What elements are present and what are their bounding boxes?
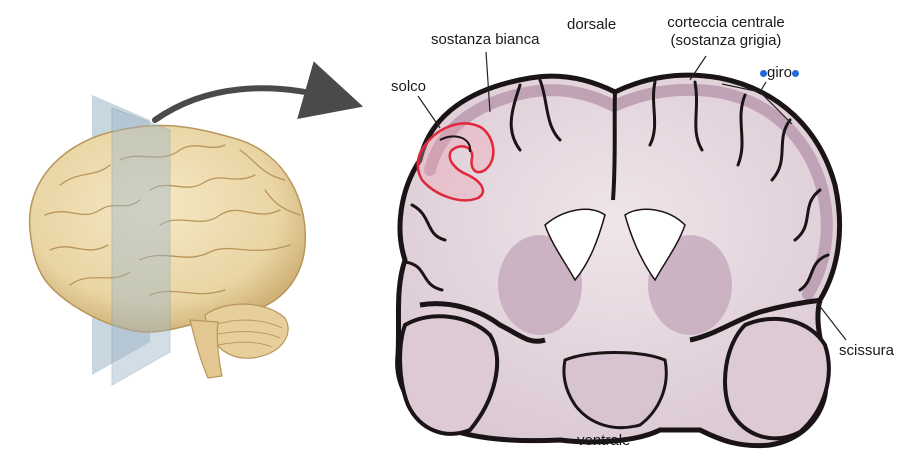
label-corteccia-line1: corteccia centrale — [652, 14, 800, 32]
blue-dot-icon — [792, 70, 799, 77]
label-corteccia-centrale: corteccia centrale (sostanza grigia) — [652, 14, 800, 50]
brainstem — [190, 320, 222, 378]
leader-solco — [418, 96, 440, 128]
label-corteccia-line2: (sostanza grigia) — [652, 32, 800, 50]
label-giro-group: giro — [760, 64, 799, 82]
label-giro: giro — [767, 64, 792, 81]
label-sostanza-bianca: sostanza bianca — [431, 31, 539, 49]
curved-arrow-icon — [155, 88, 340, 120]
label-dorsale: dorsale — [567, 16, 616, 34]
section-plane-front — [112, 108, 170, 385]
label-solco: solco — [391, 78, 426, 96]
midline-fissure — [613, 92, 615, 200]
coronal-section — [398, 75, 840, 446]
blue-dot-icon — [760, 70, 767, 77]
label-scissura: scissura — [839, 342, 894, 360]
label-ventrale: ventrale — [577, 432, 630, 450]
temporal-lobe-right — [725, 319, 829, 438]
brain-illustration — [30, 88, 340, 385]
